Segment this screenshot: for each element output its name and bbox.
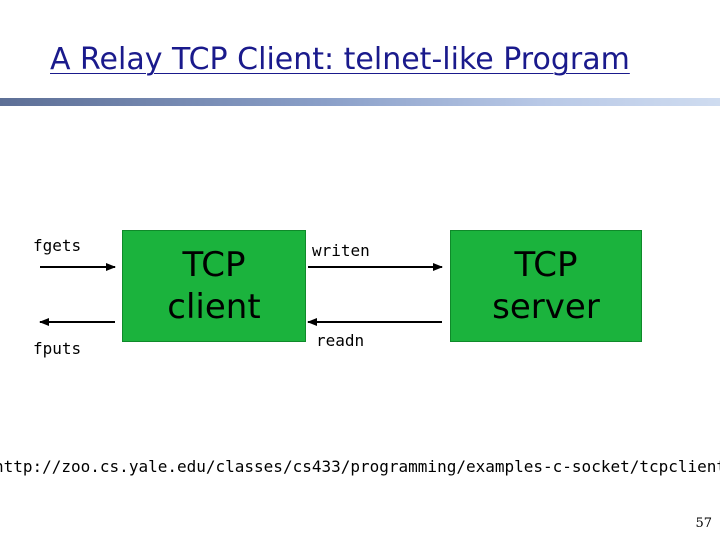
title-divider <box>0 98 720 106</box>
page-number: 57 <box>695 516 712 531</box>
writen-label: writen <box>312 241 370 260</box>
slide-title: A Relay TCP Client: telnet-like Program <box>50 42 630 77</box>
readn-label: readn <box>316 331 365 350</box>
tcp-client-line2: client <box>167 287 261 327</box>
tcp-server-box: TCP server <box>450 230 642 342</box>
tcp-client-line1: TCP <box>182 245 246 285</box>
tcp-server-line2: server <box>492 287 600 327</box>
tcp-client-box: TCP client <box>122 230 306 342</box>
fputs-label: fputs <box>33 339 82 358</box>
tcp-server-line1: TCP <box>514 245 578 285</box>
fgets-label: fgets <box>33 236 82 255</box>
source-url: http://zoo.cs.yale.edu/classes/cs433/pro… <box>0 457 720 476</box>
